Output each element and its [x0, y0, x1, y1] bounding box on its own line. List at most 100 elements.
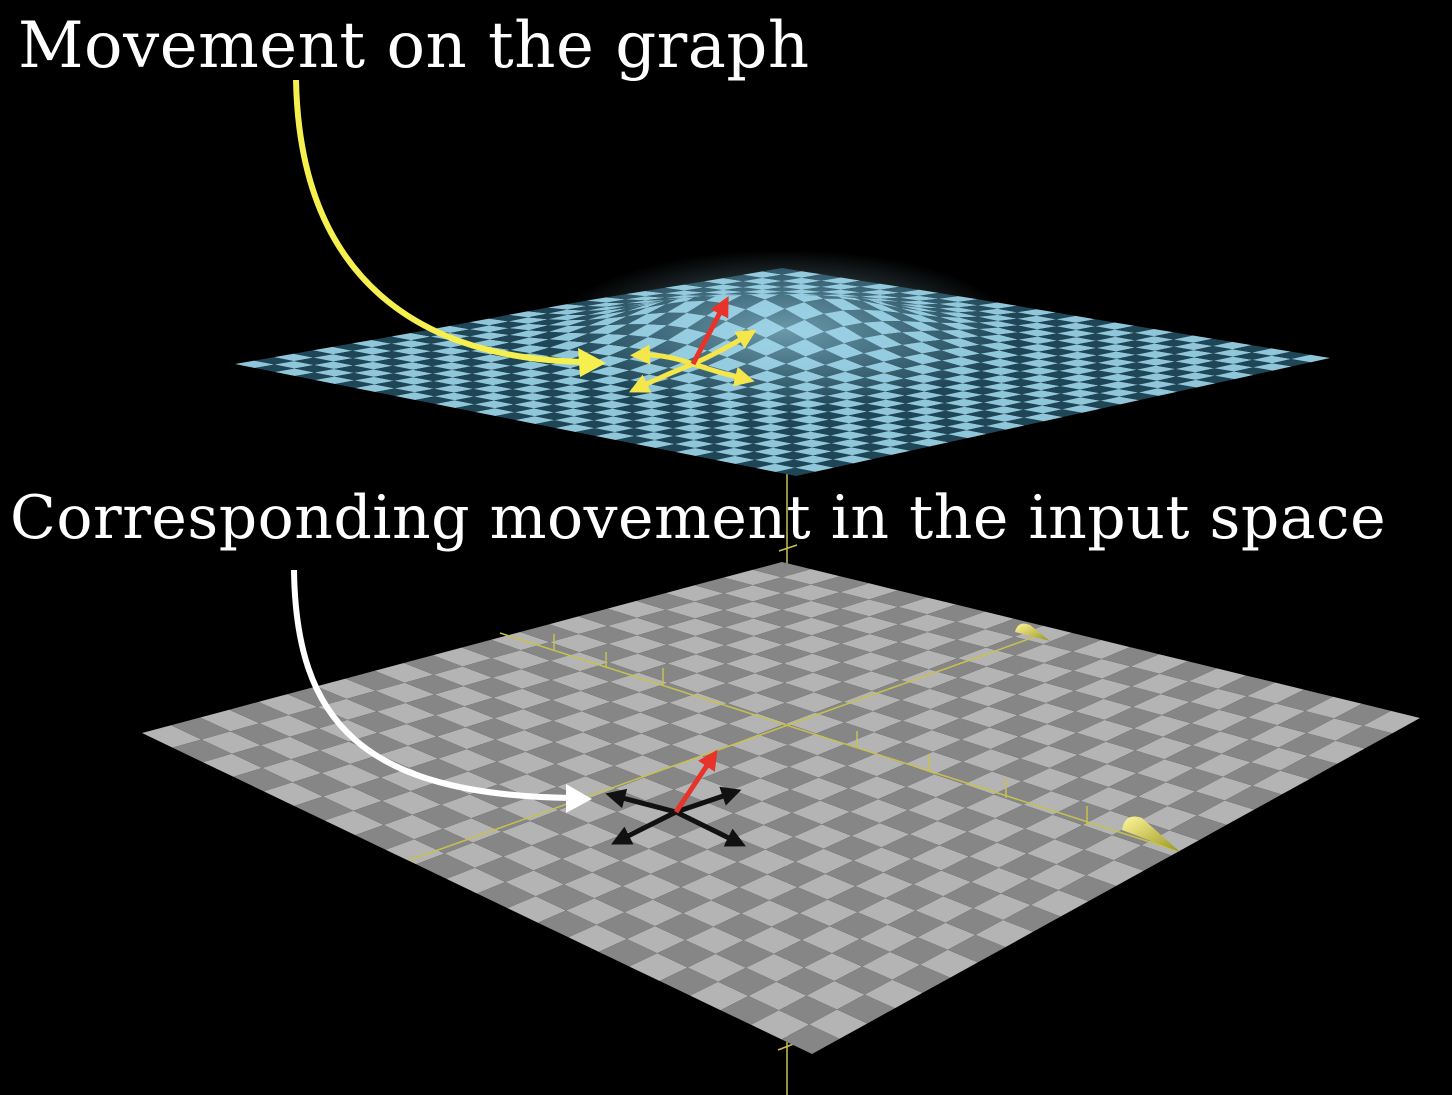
checker-cell [1221, 739, 1279, 763]
checker-cell [711, 887, 770, 914]
checker-cell [259, 715, 319, 737]
checker-cell [1018, 329, 1057, 337]
checker-cell [289, 728, 349, 751]
checker-cell [1280, 755, 1338, 780]
checker-cell [531, 373, 571, 382]
checker-cell [596, 912, 655, 939]
checker-cell [1030, 890, 1089, 917]
checker-cell [1016, 682, 1075, 703]
checker-cell [1042, 401, 1082, 410]
checker-cell [959, 686, 1017, 707]
checker-cell [985, 413, 1025, 422]
checker-cell [853, 847, 912, 873]
checker-cell [924, 387, 964, 396]
checker-cell [815, 701, 873, 723]
checker-cell [592, 860, 651, 887]
checker-cell [654, 436, 695, 444]
checker-cell [594, 416, 634, 425]
checker-cell [491, 650, 551, 670]
checker-cell [580, 681, 640, 702]
checker-cell [392, 354, 432, 363]
checker-cell [653, 420, 693, 429]
checker-cell [1001, 371, 1040, 379]
checker-cell [837, 994, 895, 1024]
checker-cell [753, 577, 811, 594]
checker-cell [1133, 715, 1192, 737]
checker-cell [944, 398, 984, 407]
checker-cell [583, 722, 642, 744]
checker-cell [1073, 659, 1131, 679]
checker-cell [1192, 731, 1250, 754]
checker-cell [641, 723, 700, 745]
checker-cell [1108, 773, 1166, 797]
checker-cell [1022, 397, 1062, 406]
checker-cell [352, 340, 392, 348]
input-direction-arrows-icon [605, 749, 746, 847]
checker-cell [612, 396, 652, 405]
checker-cell [730, 755, 789, 779]
checker-cell [870, 438, 910, 447]
checker-cell [709, 862, 768, 888]
checker-cell [200, 709, 260, 732]
checker-cell [555, 424, 595, 432]
checker-cell [413, 373, 453, 382]
checker-cell [507, 896, 567, 923]
checker-cell [432, 354, 472, 363]
checker-cell [471, 807, 531, 832]
checker-cell [578, 625, 638, 644]
checker-cell [291, 750, 351, 774]
checker-cell [812, 443, 852, 452]
checker-cell [811, 608, 870, 626]
checker-cell [1060, 382, 1100, 390]
checker-cell [731, 412, 771, 420]
checker-cell [375, 388, 415, 396]
graph-curved-arrow-icon [293, 79, 589, 365]
checker-cell [711, 416, 751, 424]
checker-cell [394, 384, 435, 393]
checker-cell [405, 694, 465, 716]
checker-cell [320, 741, 380, 764]
checker-cell [555, 753, 615, 777]
checker-cell [532, 381, 572, 390]
checker-cell [350, 754, 410, 778]
checker-cell [715, 455, 755, 464]
checker-cell [495, 730, 555, 752]
checker-cell [869, 590, 927, 607]
checker-cell [818, 765, 877, 789]
checker-cell [947, 422, 986, 431]
checker-cell [462, 658, 522, 678]
checker-cell [878, 786, 936, 811]
checker-cell [1004, 409, 1044, 418]
checker-cell [692, 420, 732, 428]
checker-cell [1174, 342, 1213, 351]
checker-cell [1252, 770, 1310, 795]
checker-cell [715, 447, 755, 456]
checker-cell [674, 432, 714, 440]
checker-cell [1277, 711, 1335, 733]
checker-cell [1189, 688, 1247, 710]
checker-cell [697, 683, 756, 704]
checker-cell [723, 585, 783, 602]
checker-cell [1095, 329, 1135, 337]
checker-cell [1159, 661, 1217, 682]
checker-cell [1041, 386, 1081, 394]
checker-cell [899, 650, 958, 670]
checker-cell [1157, 376, 1196, 385]
checker-cell [1104, 707, 1162, 729]
checker-cell [773, 443, 813, 452]
checker-cell [636, 593, 695, 610]
checker-cell [733, 435, 773, 444]
checker-cell [1117, 369, 1157, 378]
checker-cell [774, 451, 814, 460]
checker-cell [1056, 315, 1096, 323]
checker-cell [1049, 754, 1108, 778]
checker-cell [723, 569, 782, 586]
checker-cell [786, 712, 845, 734]
checker-cell [1278, 733, 1336, 756]
checker-cell [1001, 378, 1041, 387]
checker-cell [323, 787, 383, 811]
checker-cell [403, 655, 463, 675]
checker-cell [830, 431, 870, 440]
checker-cell [773, 940, 832, 968]
checker-cell [790, 777, 849, 801]
